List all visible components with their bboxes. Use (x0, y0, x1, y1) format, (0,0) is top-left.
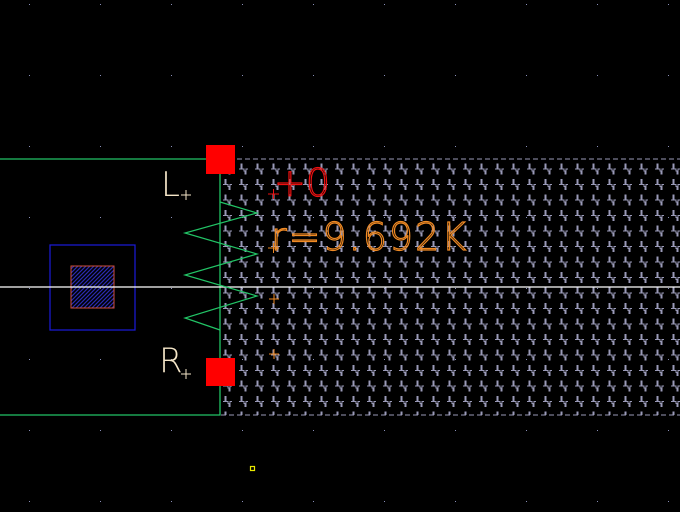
grid-dot (668, 4, 669, 5)
grid-dot (455, 501, 456, 502)
grid-dot (29, 359, 30, 360)
grid-dot (171, 501, 172, 502)
grid-dot (242, 501, 243, 502)
grid-dot (29, 430, 30, 431)
grid-dot (526, 75, 527, 76)
label-origin-marker (181, 190, 191, 200)
param-origin-marker (269, 349, 279, 359)
grid-dot (100, 430, 101, 431)
grid-dot (384, 430, 385, 431)
rotation-text: +0 (274, 161, 330, 205)
grid-dot (668, 146, 669, 147)
grid-dot (29, 288, 30, 289)
terminal-pad-bottom[interactable] (206, 358, 235, 386)
grid-dot (171, 288, 172, 289)
grid-dot (526, 4, 527, 5)
grid-dot (100, 146, 101, 147)
grid-dot (242, 4, 243, 5)
grid-dot (171, 4, 172, 5)
grid-dot (455, 430, 456, 431)
grid-dot (100, 359, 101, 360)
grid-dot (384, 75, 385, 76)
terminal-label-bottom: R (159, 341, 191, 381)
grid-dot (100, 75, 101, 76)
resistance-text: r=9.692K (271, 215, 468, 259)
grid-dot (29, 4, 30, 5)
grid-dot (242, 75, 243, 76)
grid-dot (29, 501, 30, 502)
grid-dot (313, 146, 314, 147)
text-origin-marker (268, 243, 279, 253)
grid-dot (455, 75, 456, 76)
grid-dot (668, 430, 669, 431)
grid-dot (384, 501, 385, 502)
grid-dot (597, 4, 598, 5)
grid-dot (597, 146, 598, 147)
grid-dot (526, 146, 527, 147)
terminal-label-top: L (161, 165, 191, 205)
grid-dot (171, 430, 172, 431)
grid-dot (597, 430, 598, 431)
param-origin-marker (269, 294, 279, 304)
grid-dot (597, 75, 598, 76)
grid-dot (455, 4, 456, 5)
terminal-label-top-text: L (161, 165, 180, 205)
grid-dot (455, 146, 456, 147)
cursor-marker[interactable] (249, 465, 256, 472)
grid-dot (313, 75, 314, 76)
grid-dot (313, 4, 314, 5)
grid-dot (171, 146, 172, 147)
terminal-pad-top[interactable] (206, 145, 235, 174)
grid-dot (171, 75, 172, 76)
resistance-annotation: r=9.692K (268, 214, 468, 359)
grid-dot (100, 4, 101, 5)
grid-dot (171, 217, 172, 218)
text-origin-marker (268, 189, 279, 199)
grid-dot (171, 359, 172, 360)
grid-dot (668, 501, 669, 502)
grid-dot (100, 217, 101, 218)
grid-dot (668, 75, 669, 76)
terminal-label-bottom-text: R (159, 341, 183, 381)
grid-dot (313, 501, 314, 502)
rotation-annotation: +0 (268, 160, 331, 206)
resistor-symbol-zigzag (182, 201, 260, 331)
label-origin-marker (181, 369, 191, 379)
grid-dot (29, 217, 30, 218)
grid-dot (100, 501, 101, 502)
grid-dot (526, 501, 527, 502)
grid-dot (29, 146, 30, 147)
grid-dot (384, 146, 385, 147)
grid-dot (29, 75, 30, 76)
grid-dot (242, 430, 243, 431)
grid-dot (526, 430, 527, 431)
grid-dot (597, 501, 598, 502)
grid-dot (384, 4, 385, 5)
grid-dot (313, 430, 314, 431)
grid-dot (242, 146, 243, 147)
